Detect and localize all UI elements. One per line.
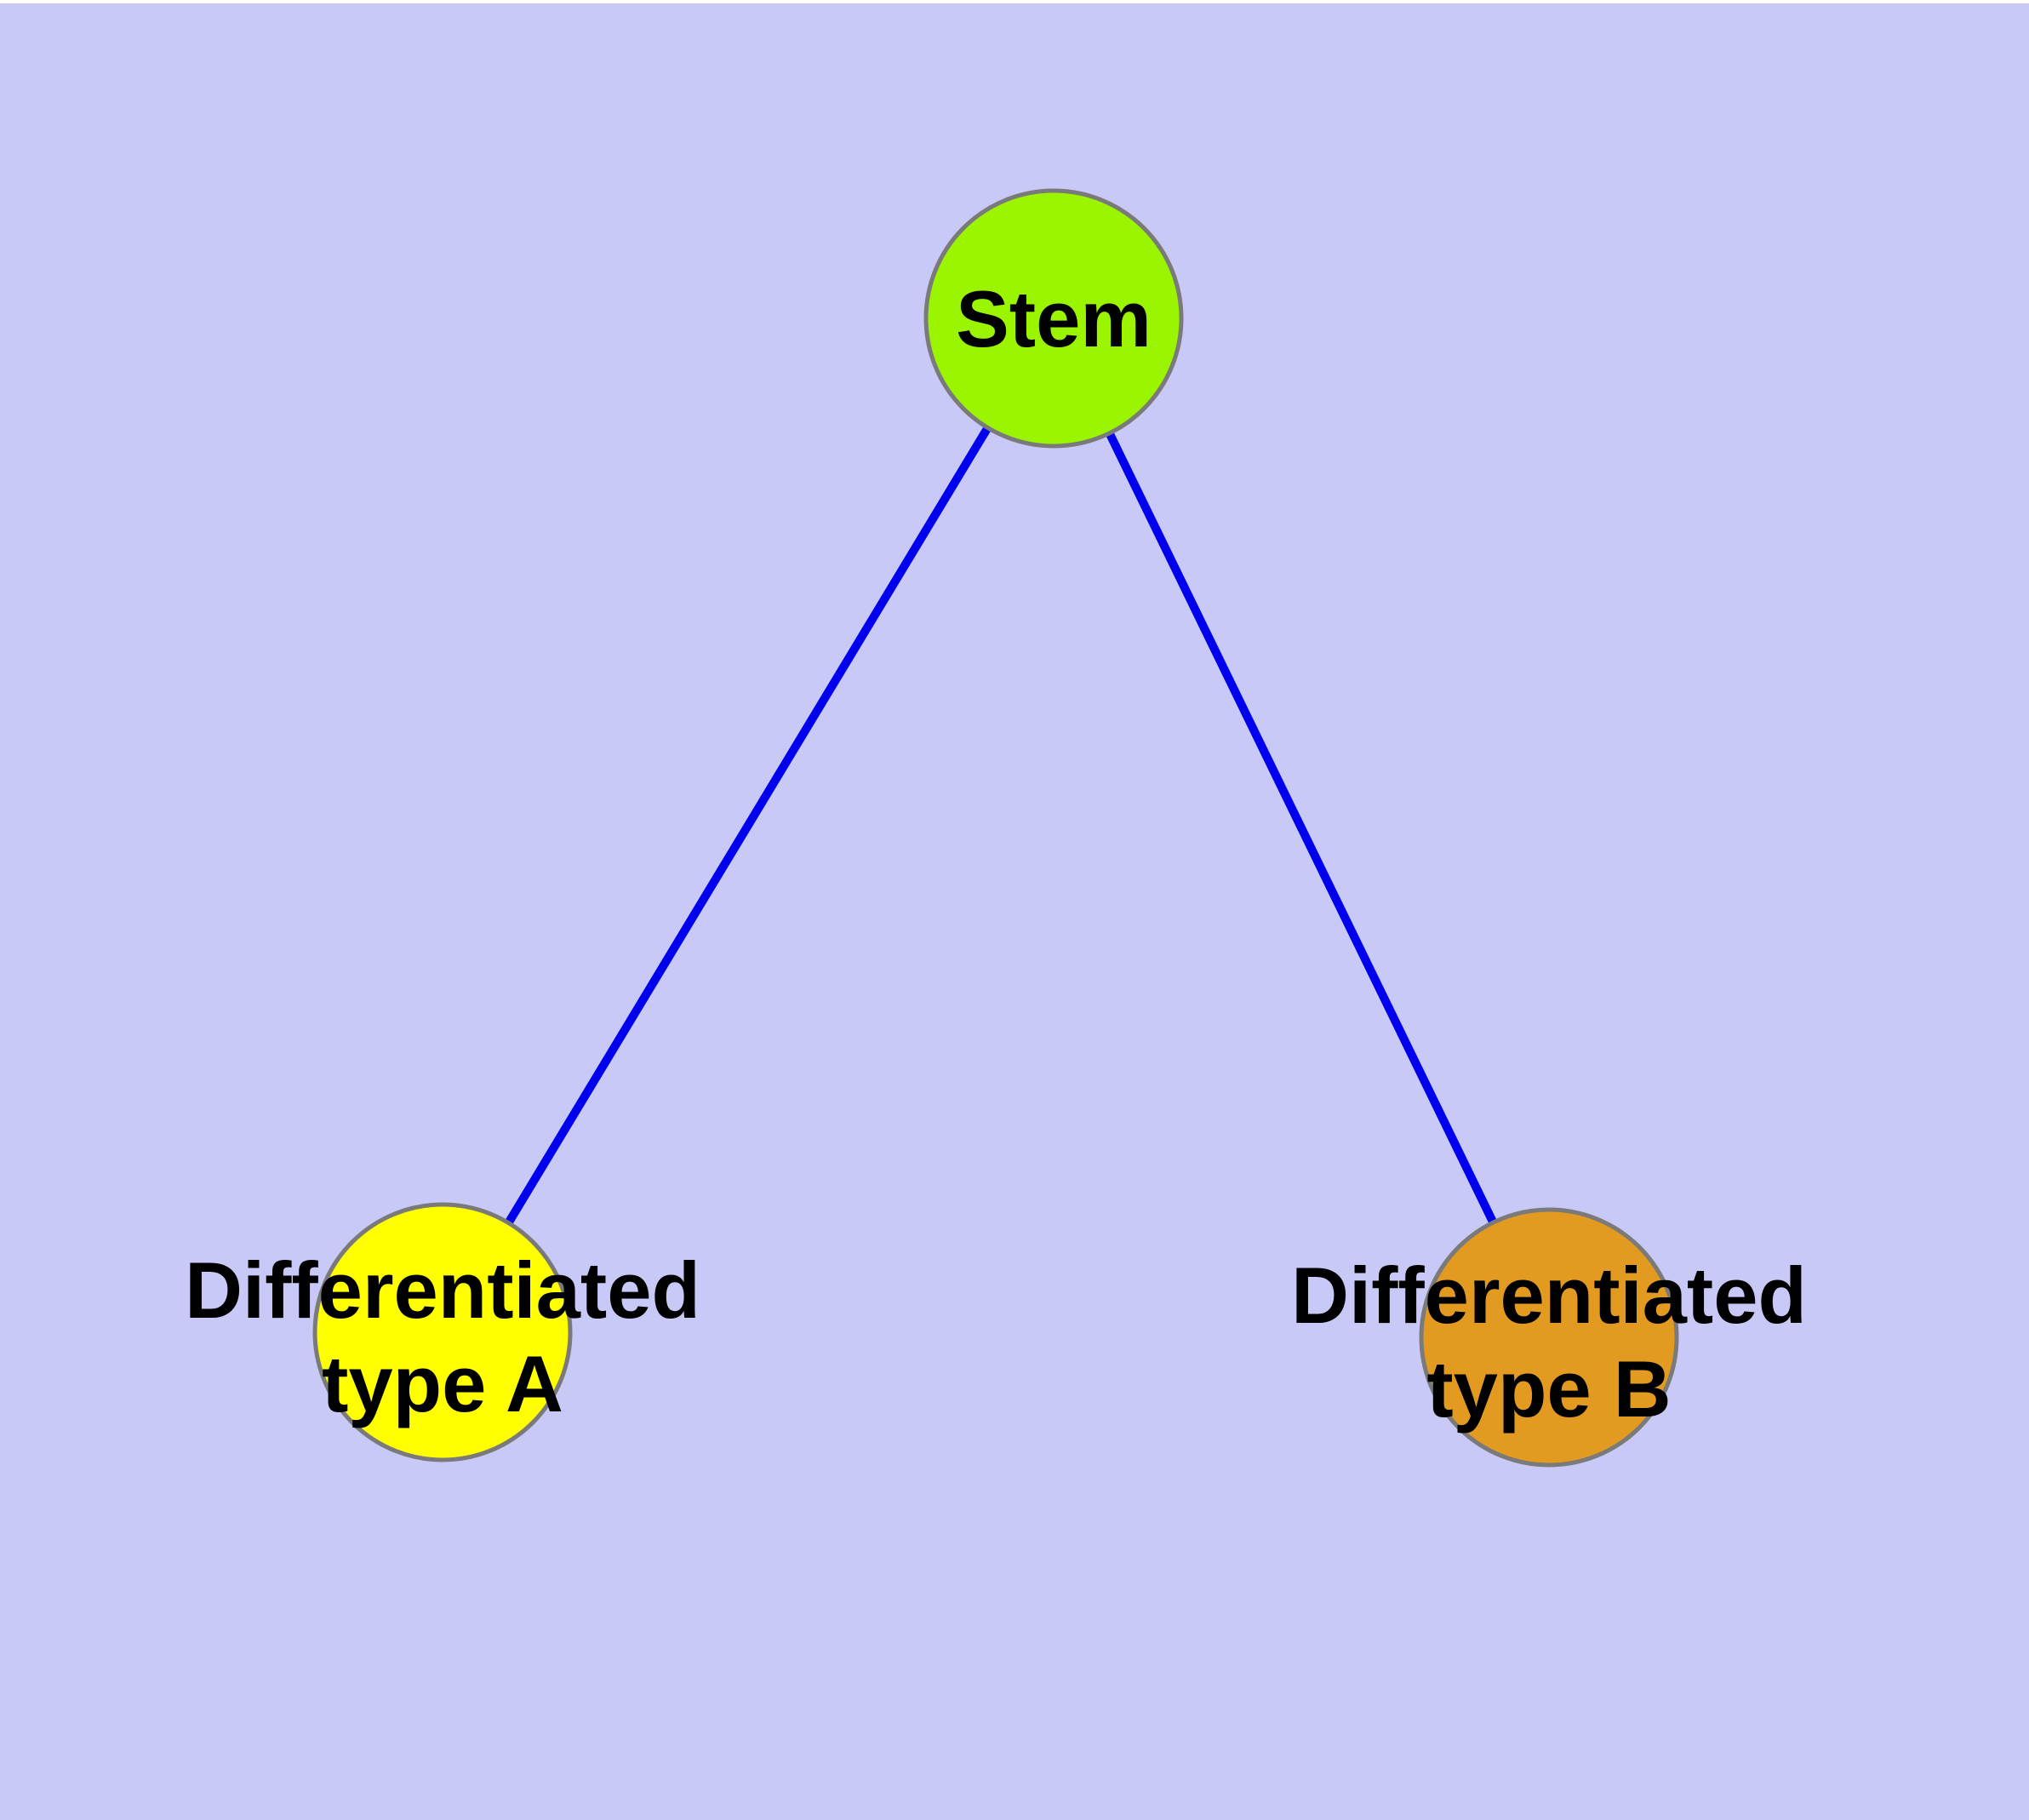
node-type-b-label-line1: Differentiated <box>1291 1251 1807 1340</box>
node-type-b-label-line2: type B <box>1426 1344 1671 1434</box>
edge-stem-to-type-b <box>1049 316 1553 1340</box>
node-type-a-label-line2: type A <box>322 1339 563 1428</box>
node-type-b <box>1419 1207 1679 1468</box>
node-stem <box>923 188 1184 449</box>
node-type-a <box>312 1202 573 1462</box>
node-type-a-label-line1: Differentiated <box>185 1245 700 1335</box>
edge-stem-to-type-a <box>438 316 1058 1335</box>
node-stem-label: Stem <box>956 274 1152 363</box>
